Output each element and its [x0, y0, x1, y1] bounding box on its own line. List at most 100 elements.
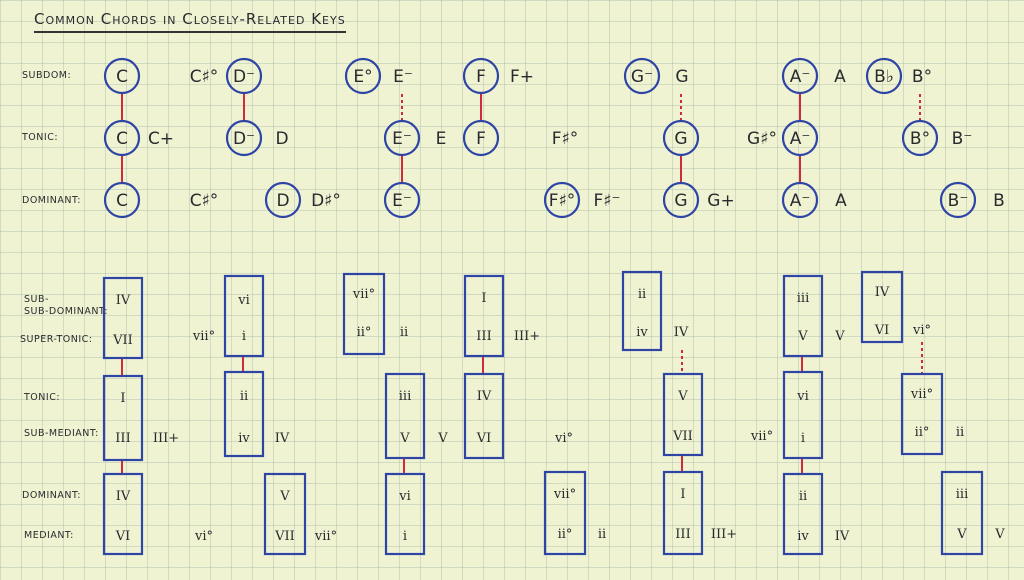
circle-g-sd — [623, 57, 661, 95]
box-key-5a — [463, 274, 505, 358]
circle-d-t — [225, 119, 263, 157]
rn-k12-f: V — [956, 527, 967, 542]
chord-f-t: F — [476, 129, 486, 149]
box-key-8b — [662, 470, 704, 556]
rn-k3-fx: vii° — [314, 529, 337, 544]
box-key-9a — [782, 274, 824, 358]
rn-k2-dx: IV — [275, 431, 290, 446]
label-tonic: TONIC: — [21, 132, 58, 143]
rn-k4-dx: V — [437, 431, 448, 446]
box-key-5b — [463, 372, 505, 460]
box-key-4a — [342, 272, 386, 356]
rn-k3-e: V — [279, 489, 290, 504]
chord-c-d: C — [116, 191, 128, 211]
box-key-1b — [102, 374, 144, 462]
rn-k4-c: iii — [399, 389, 411, 404]
label-subdominant: SUBDOM: — [22, 70, 71, 81]
rn-k12-fx: V — [994, 527, 1005, 542]
box-key-9b — [782, 370, 824, 460]
chord-d-d: D — [276, 191, 289, 211]
rn-k4-a: vii° — [352, 287, 375, 302]
rn-k7-a: ii — [638, 287, 646, 302]
circle-g-d — [662, 181, 700, 219]
circle-d-d — [264, 181, 302, 219]
rn-k11-d: ii° — [915, 425, 930, 440]
chord-g-sd: G⁻ — [631, 67, 653, 87]
label-dominant-b: DOMINANT: — [22, 490, 81, 501]
rn-k4-b: ii° — [357, 325, 372, 340]
rn-k9-c: vi — [796, 389, 809, 404]
chord-g-sdx: G — [675, 67, 688, 87]
chord-fs-t: F♯° — [552, 129, 579, 149]
rn-k4-bx: ii — [400, 325, 408, 340]
rn-k1-dx: III+ — [153, 431, 179, 446]
rn-k10-bx: vi° — [912, 323, 931, 338]
box-key-11 — [900, 372, 944, 456]
rn-k5-b: III — [476, 329, 491, 344]
rn-k12-e: iii — [956, 487, 968, 502]
circle-e-t — [383, 119, 421, 157]
circle-f-t — [462, 119, 500, 157]
chord-f-sdx: F+ — [510, 67, 534, 87]
rn-k1-b: VII — [112, 333, 133, 348]
rn-k2-b: i — [242, 329, 246, 344]
circle-c-d — [103, 181, 141, 219]
chord-e-tx: E — [436, 129, 447, 149]
rn-k11-c: vii° — [910, 387, 933, 402]
chord-b-tx: B⁻ — [952, 129, 973, 149]
circle-b-d — [939, 181, 977, 219]
circle-f-sd — [462, 57, 500, 95]
chord-a-dx: A — [835, 191, 847, 211]
chord-a-sd: A⁻ — [790, 67, 811, 87]
chord-e-sdx: E⁻ — [393, 67, 413, 87]
chord-cs-sd: C♯° — [190, 67, 219, 87]
chord-e-sd: E° — [353, 67, 372, 87]
rn-k1-a: IV — [116, 293, 131, 308]
label-sub: SUB- — [24, 294, 49, 305]
chord-a-sdx: A — [834, 67, 846, 87]
rn-k5-d: VI — [476, 431, 492, 446]
rn-k8-fx: III+ — [711, 527, 737, 542]
rn-k2-bx: vii° — [192, 329, 215, 344]
rn-k8-f: III — [675, 527, 690, 542]
box-key-7 — [621, 270, 663, 352]
box-key-1a — [102, 276, 144, 360]
box-key-10 — [860, 270, 904, 344]
rn-k2-fx: vi° — [194, 529, 213, 544]
rn-k7-b: iv — [636, 325, 648, 340]
rn-k10-b: VI — [874, 323, 890, 338]
circle-fs-d — [543, 181, 581, 219]
page-title: Common Chords in Closely-Related Keys — [34, 10, 346, 33]
box-key-4b — [384, 372, 426, 460]
label-mediant: MEDIANT: — [24, 530, 74, 541]
rn-k6-f: ii° — [558, 527, 573, 542]
box-key-2b — [223, 370, 265, 458]
chord-b-d: B⁻ — [948, 191, 969, 211]
rn-k9-e: ii — [799, 489, 807, 504]
circle-d-sd — [225, 57, 263, 95]
rn-k2-d: iv — [238, 431, 250, 446]
chord-c-tx: C+ — [148, 129, 174, 149]
rn-k8-e: I — [680, 487, 685, 502]
circle-e-d — [383, 181, 421, 219]
rn-k5-c: IV — [477, 389, 492, 404]
chord-a-d: A⁻ — [790, 191, 811, 211]
circle-a-sd — [781, 57, 819, 95]
chord-f-sd: F — [476, 67, 486, 87]
box-key-12 — [940, 470, 984, 556]
rn-k7-bx: IV — [674, 325, 689, 340]
chord-bb-sd: B♭ — [874, 67, 894, 87]
chord-e-t: E⁻ — [392, 129, 412, 149]
rn-k6-fx: ii — [598, 527, 606, 542]
chord-g-d: G — [674, 191, 687, 211]
rn-k3-f: VII — [274, 529, 295, 544]
chord-ds-d: D♯° — [311, 191, 341, 211]
rn-k9-d: i — [801, 431, 805, 446]
rn-k9-a: iii — [797, 291, 809, 306]
circle-bb-sd — [865, 57, 903, 95]
chord-b-dx: B — [993, 191, 1005, 211]
label-tonic-b: TONIC: — [23, 392, 60, 403]
chord-b-t: B° — [910, 129, 930, 149]
circle-a-d — [781, 181, 819, 219]
